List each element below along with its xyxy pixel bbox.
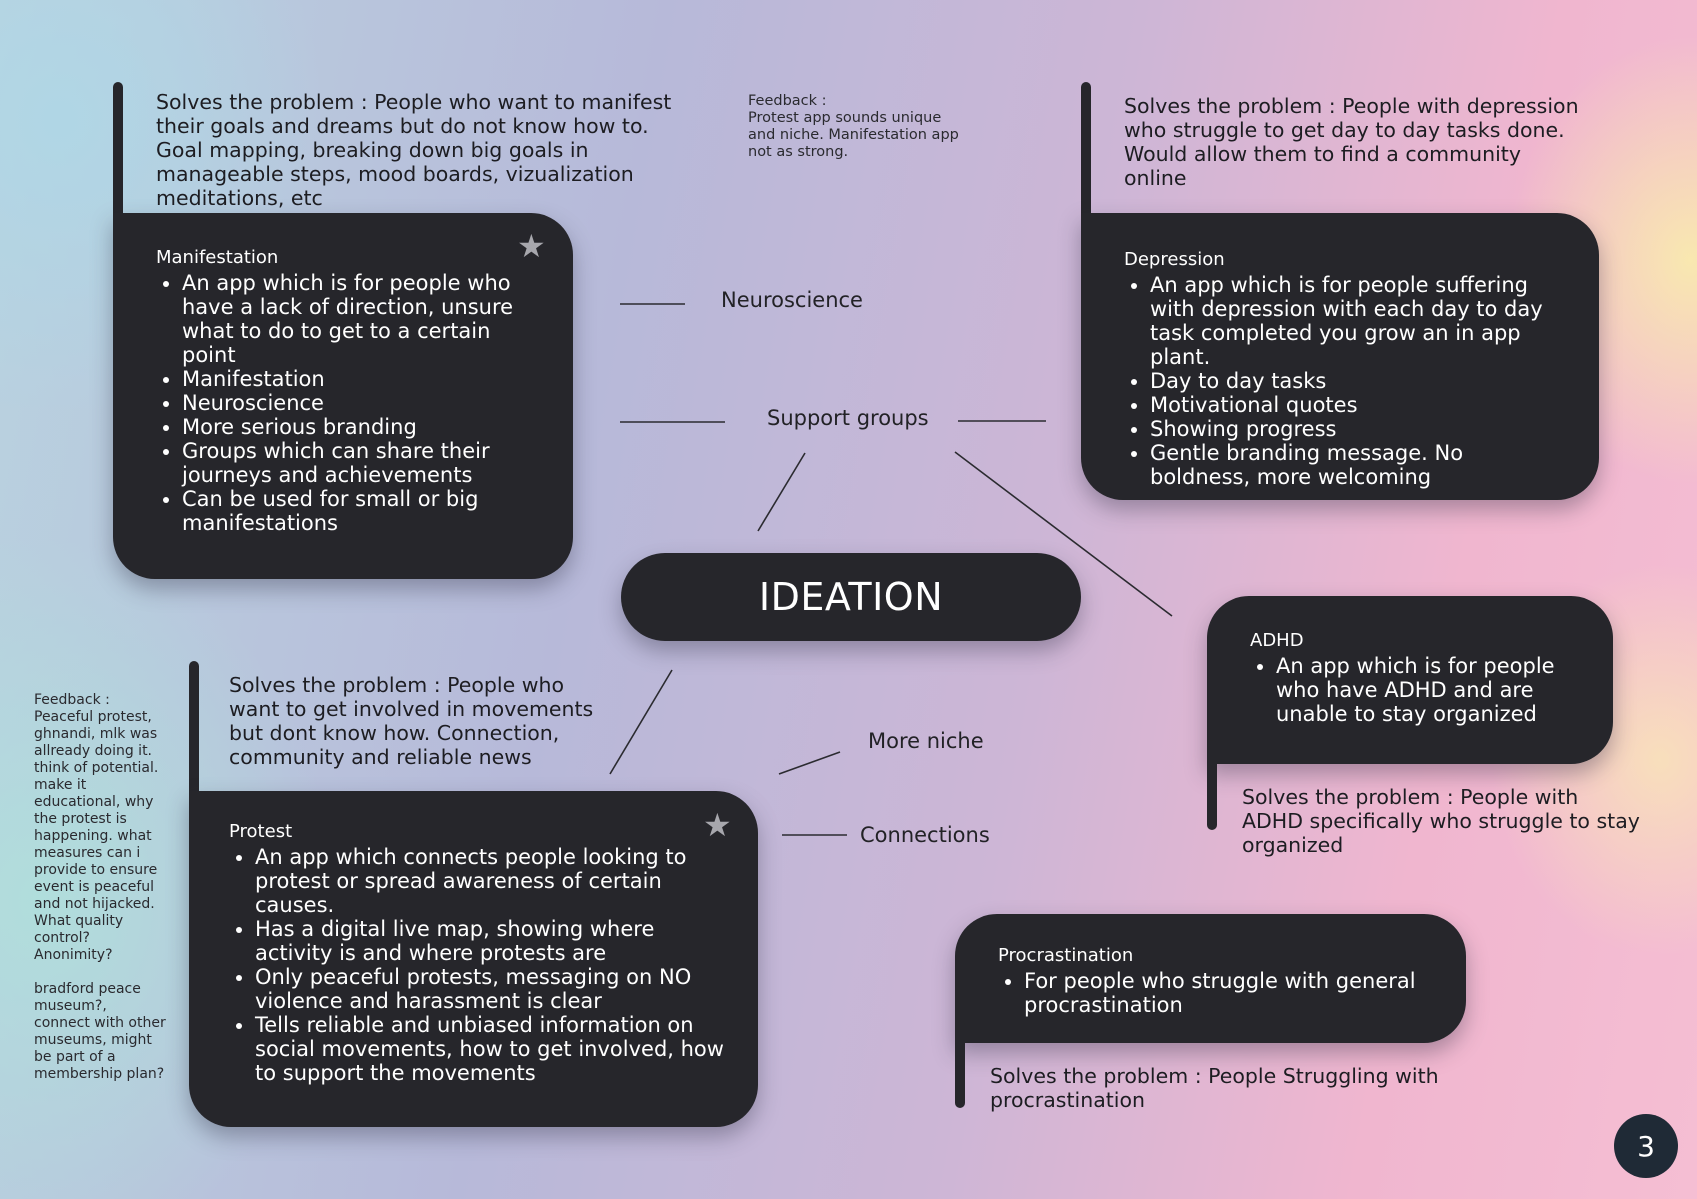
line-support-adhd	[954, 451, 1173, 617]
page-number-badge: 3	[1614, 1114, 1678, 1178]
list-item: Can be used for small or big manifestati…	[182, 487, 543, 535]
list-item: More serious branding	[182, 415, 543, 439]
procrastination-title: Procrastination	[998, 945, 1134, 966]
list-item: An app which is for people suffering wit…	[1150, 273, 1569, 369]
list-item: Groups which can share their journeys an…	[182, 439, 543, 487]
list-item: Gentle branding message. No boldness, mo…	[1150, 441, 1569, 489]
procrastination-card[interactable]: Procrastination For people who struggle …	[955, 914, 1466, 1043]
feedback-top: Feedback : Protest app sounds unique and…	[748, 93, 959, 160]
depression-problem: Solves the problem : People with depress…	[1124, 94, 1579, 190]
depression-bullets: An app which is for people suffering wit…	[1124, 273, 1569, 489]
feedback-left: Feedback : Peaceful protest, ghnandi, ml…	[34, 692, 166, 1082]
keyword-neuroscience: Neuroscience	[721, 288, 863, 312]
protest-problem: Solves the problem : People who want to …	[229, 673, 594, 769]
line-ideation-protest	[609, 669, 673, 775]
keyword-connections: Connections	[860, 823, 990, 847]
adhd-problem: Solves the problem : People with ADHD sp…	[1242, 785, 1640, 857]
list-item: Day to day tasks	[1150, 369, 1569, 393]
protest-title: Protest	[229, 821, 293, 842]
list-item: Has a digital live map, showing where ac…	[255, 917, 728, 965]
adhd-title: ADHD	[1250, 630, 1304, 651]
list-item: Showing progress	[1150, 417, 1569, 441]
adhd-card[interactable]: ADHD An app which is for people who have…	[1207, 596, 1613, 764]
star-icon: ★	[517, 227, 546, 265]
list-item: Only peaceful protests, messaging on NO …	[255, 965, 728, 1013]
manifestation-accent-bar	[113, 82, 123, 232]
line-support-ideation	[757, 452, 806, 532]
list-item: An app which connects people looking to …	[255, 845, 728, 917]
list-item: Manifestation	[182, 367, 543, 391]
adhd-bullets: An app which is for people who have ADHD…	[1250, 654, 1583, 726]
list-item: An app which is for people who have a la…	[182, 271, 543, 367]
manifestation-bullets: An app which is for people who have a la…	[156, 271, 543, 535]
list-item: For people who struggle with general pro…	[1024, 969, 1436, 1017]
procrastination-problem: Solves the problem : People Struggling w…	[990, 1064, 1439, 1112]
ideation-center-node[interactable]: IDEATION	[621, 553, 1081, 641]
keyword-more-niche: More niche	[868, 729, 984, 753]
depression-title: Depression	[1124, 249, 1225, 270]
keyword-support-groups: Support groups	[767, 406, 929, 430]
protest-card[interactable]: ★ Protest An app which connects people l…	[189, 791, 758, 1127]
list-item: Neuroscience	[182, 391, 543, 415]
adhd-accent-bar	[1207, 740, 1217, 830]
list-item: An app which is for people who have ADHD…	[1276, 654, 1583, 726]
protest-accent-bar	[189, 661, 199, 801]
depression-card[interactable]: Depression An app which is for people su…	[1081, 213, 1599, 500]
depression-accent-bar	[1081, 82, 1091, 232]
list-item: Tells reliable and unbiased information …	[255, 1013, 728, 1085]
procrastination-accent-bar	[955, 1020, 965, 1108]
manifestation-title: Manifestation	[156, 247, 279, 268]
procrastination-bullets: For people who struggle with general pro…	[998, 969, 1436, 1017]
manifestation-problem: Solves the problem : People who want to …	[156, 90, 672, 210]
list-item: Motivational quotes	[1150, 393, 1569, 417]
line-niche-protest	[778, 751, 841, 775]
manifestation-card[interactable]: ★ Manifestation An app which is for peop…	[113, 213, 573, 579]
star-icon: ★	[703, 806, 732, 844]
protest-bullets: An app which connects people looking to …	[229, 845, 728, 1085]
